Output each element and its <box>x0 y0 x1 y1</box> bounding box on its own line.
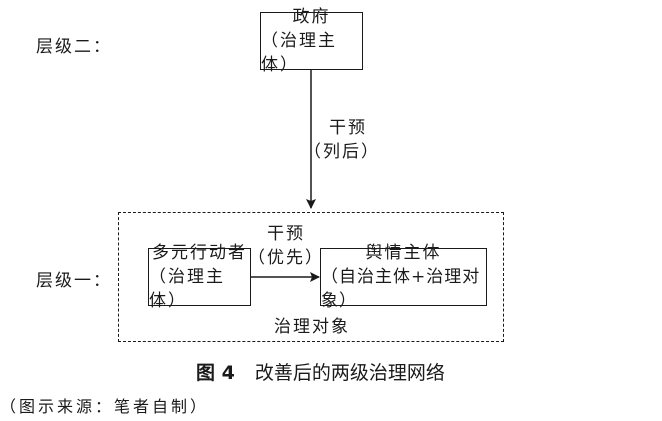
horizontal-arrow-label-line1: 干预 <box>267 224 305 244</box>
governance-object-label: 治理对象 <box>274 317 350 337</box>
government-box: 政府 （治理主体） <box>260 7 363 75</box>
figure-caption: 图 4 改善后的两级治理网络 <box>196 358 445 385</box>
multi-actor-box: 多元行动者 （治理主体） <box>148 243 251 311</box>
vertical-arrow-label-line1: 干预 <box>329 118 367 138</box>
figure-number: 图 4 <box>196 362 235 384</box>
multi-actor-subtitle: （治理主体） <box>149 267 225 311</box>
government-subtitle: （治理主体） <box>261 31 337 75</box>
horizontal-arrow-label-line2: （优先） <box>248 248 324 268</box>
figure-title: 改善后的两级治理网络 <box>254 362 445 384</box>
figure-source: （图示来源：笔者自制） <box>0 397 210 416</box>
public-opinion-title: 舆情主体 <box>365 243 442 263</box>
government-title: 政府 <box>292 7 331 27</box>
level1-label: 层级一： <box>36 271 112 291</box>
vertical-arrow-label-line2: （列后） <box>304 142 380 162</box>
public-opinion-box: 舆情主体 （自治主体+治理对象） <box>320 243 487 311</box>
horizontal-arrow-label: 干预 （优先） <box>246 222 326 270</box>
level2-label: 层级二： <box>36 37 112 57</box>
multi-actor-title: 多元行动者 <box>152 243 247 263</box>
level1-dashed-region <box>118 212 504 342</box>
vertical-arrow-label: 干预 （列后） <box>304 116 378 164</box>
public-opinion-subtitle: （自治主体+治理对象） <box>321 267 481 311</box>
